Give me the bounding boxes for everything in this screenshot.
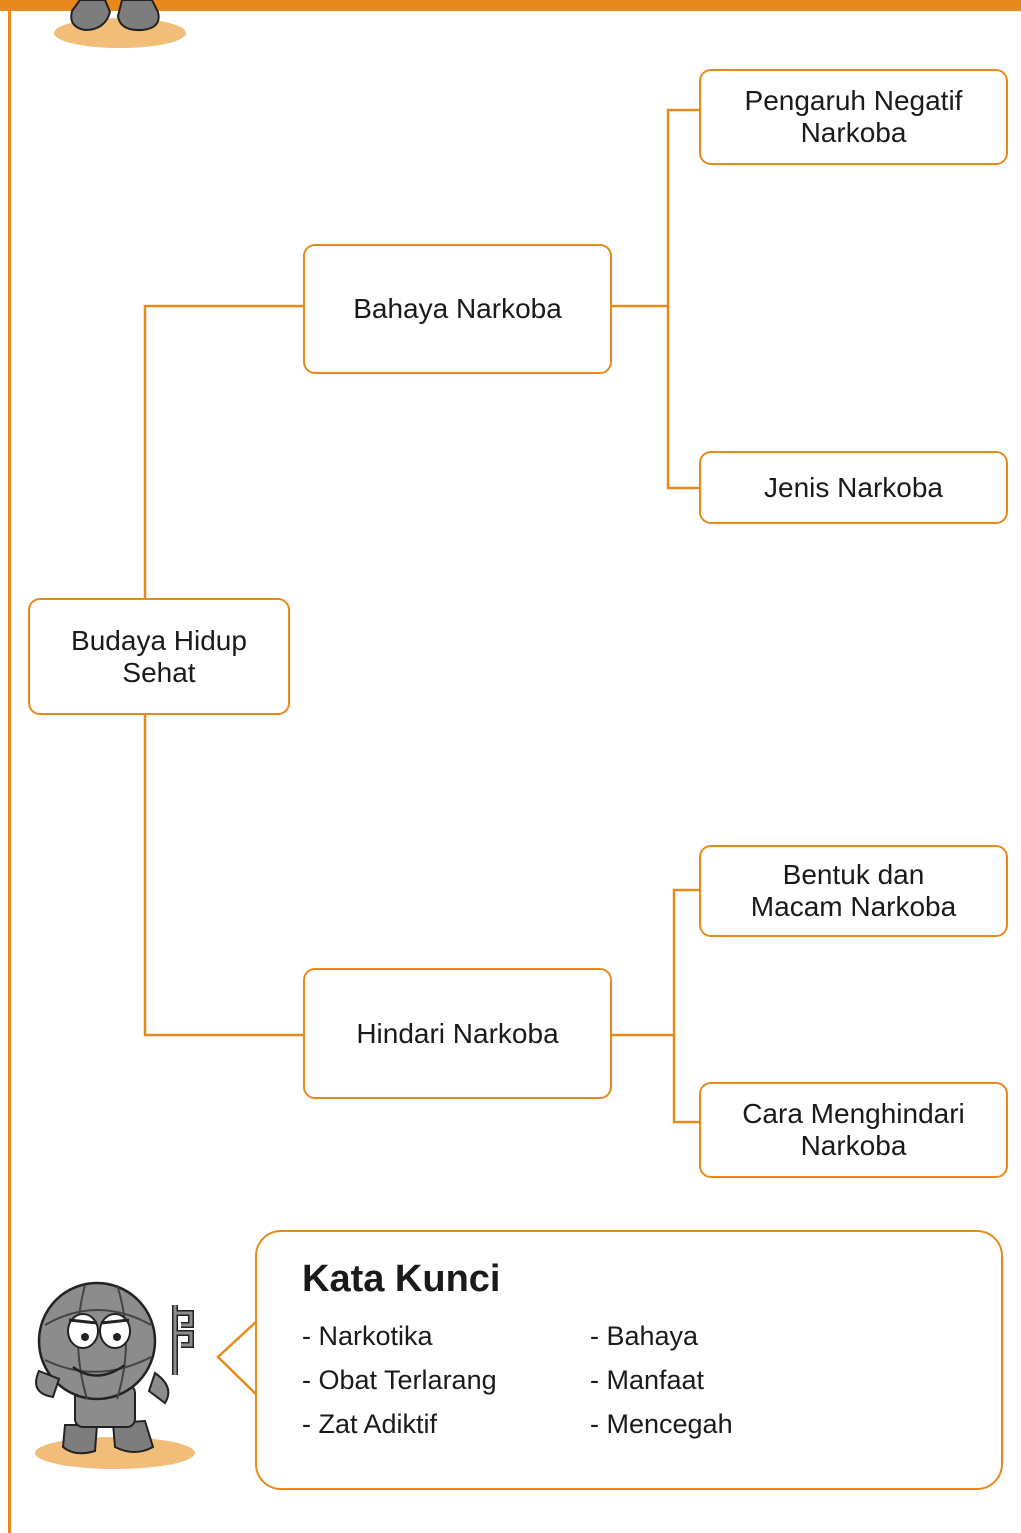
left-accent-bar [8,0,11,1533]
keyword-item: - Manfaat [590,1365,705,1395]
branch-node-hindari: Hindari Narkoba [303,968,612,1099]
keyword-column-1: - Narkotika - Obat Terlarang - Zat Adikt… [302,1314,497,1446]
keyword-item: - Narkotika [302,1321,433,1351]
leaf-label: Jenis Narkoba [764,471,943,503]
mascot-feet-icon [54,0,186,48]
leaf-label: Pengaruh Negatif Narkoba [744,85,963,148]
leaf-label: Bentuk dan Macam Narkoba [750,859,957,922]
branch-label: Hindari Narkoba [356,1017,559,1049]
keyword-item: - Mencegah [590,1409,733,1439]
top-accent-bar [0,0,1021,11]
branch-node-bahaya: Bahaya Narkoba [303,244,612,374]
leaf-node-jenis: Jenis Narkoba [699,451,1008,524]
keyword-column-2: - Bahaya - Manfaat - Mencegah [590,1314,733,1446]
keyword-title: Kata Kunci [302,1258,501,1300]
root-node: Budaya Hidup Sehat [28,598,290,715]
keyword-item: - Bahaya [590,1321,699,1351]
mascot-key-icon [35,1281,195,1469]
keyword-item: - Zat Adiktif [302,1409,438,1439]
speech-pointer [216,1319,259,1397]
leaf-node-pengaruh: Pengaruh Negatif Narkoba [699,69,1008,165]
root-label: Budaya Hidup Sehat [71,624,247,688]
leaf-node-bentuk: Bentuk dan Macam Narkoba [699,845,1008,937]
keyword-box: Kata Kunci - Narkotika - Obat Terlarang … [255,1230,1003,1490]
branch-label: Bahaya Narkoba [353,293,562,324]
leaf-label: Cara Menghindari Narkoba [742,1098,965,1161]
leaf-node-cara: Cara Menghindari Narkoba [699,1082,1008,1178]
keyword-item: - Obat Terlarang [302,1365,497,1395]
